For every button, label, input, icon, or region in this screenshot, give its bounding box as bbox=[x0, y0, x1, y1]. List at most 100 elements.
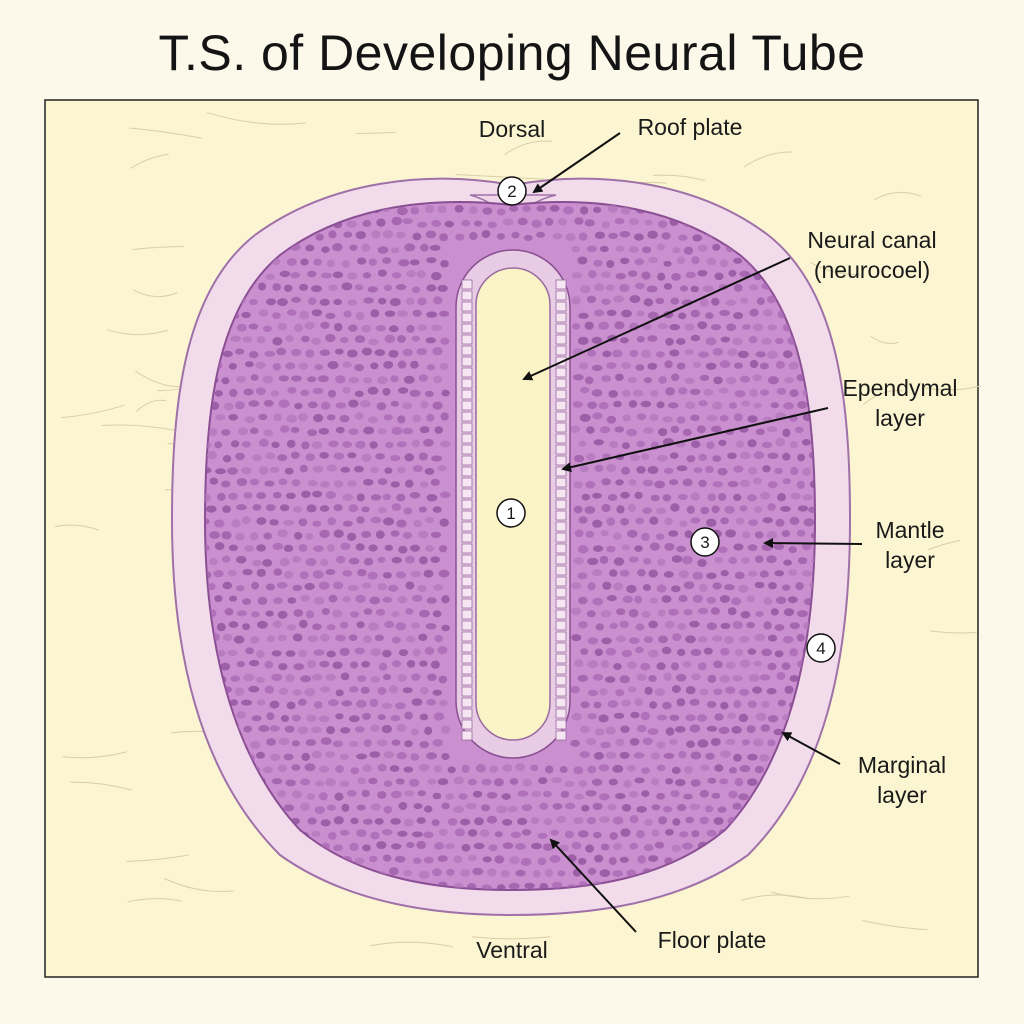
mantle-cell bbox=[319, 349, 331, 357]
mantle-cell bbox=[606, 517, 616, 526]
mantle-cell bbox=[307, 660, 317, 669]
mantle-cell bbox=[698, 479, 707, 488]
mantle-cell bbox=[705, 337, 717, 346]
mantle-cell bbox=[361, 453, 372, 462]
mantle-cell bbox=[705, 312, 714, 320]
mantle-cell bbox=[291, 714, 301, 722]
mantle-cell bbox=[236, 610, 247, 617]
mantle-cell bbox=[272, 620, 282, 628]
mantle-cell bbox=[810, 532, 815, 539]
mantle-cell bbox=[698, 607, 709, 615]
mantle-cell bbox=[222, 633, 233, 642]
mantle-cell bbox=[333, 480, 344, 488]
ependymal-cell bbox=[461, 576, 473, 587]
mantle-cell bbox=[671, 373, 680, 382]
mantle-cell bbox=[749, 284, 759, 291]
mantle-cell bbox=[375, 325, 386, 332]
mantle-cell bbox=[725, 661, 736, 669]
ependymal-cell bbox=[555, 730, 567, 741]
mantle-cell bbox=[341, 282, 353, 291]
mantle-cell bbox=[578, 621, 588, 629]
mantle-cell bbox=[613, 295, 624, 303]
mantle-cell bbox=[248, 685, 260, 693]
mantle-cell bbox=[615, 272, 626, 280]
mantle-cell bbox=[686, 455, 696, 463]
mantle-cell bbox=[383, 361, 394, 369]
mantle-cell bbox=[398, 802, 408, 810]
mantle-cell bbox=[447, 818, 458, 826]
mantle-cell bbox=[307, 817, 317, 825]
dorsal-label: Dorsal bbox=[479, 116, 545, 142]
mantle-cell bbox=[327, 389, 337, 398]
mantle-cell bbox=[382, 257, 392, 264]
mantle-cell bbox=[626, 765, 637, 772]
mantle-cell bbox=[350, 767, 360, 775]
svg-text:3: 3 bbox=[700, 533, 709, 552]
ependymal-cell bbox=[461, 499, 473, 510]
mantle-cell bbox=[573, 374, 584, 381]
mantle-cell bbox=[467, 829, 478, 837]
mantle-cell bbox=[749, 388, 758, 397]
mantle-cell bbox=[676, 338, 686, 345]
mantle-cell bbox=[580, 701, 590, 709]
mantle-cell bbox=[648, 855, 659, 862]
mantle-cell bbox=[615, 479, 624, 486]
mantle-cell bbox=[784, 685, 794, 694]
mantle-cell bbox=[606, 260, 615, 268]
mantle-cell bbox=[228, 492, 238, 500]
mantle-cell bbox=[706, 441, 715, 450]
mantle-cell bbox=[346, 790, 357, 797]
mantle-cell bbox=[644, 219, 653, 226]
mantle-cell bbox=[601, 504, 611, 512]
mantle-cell bbox=[214, 595, 223, 603]
mantle-cell bbox=[613, 532, 622, 540]
mantle-cell bbox=[405, 635, 416, 643]
mantle-cell bbox=[752, 323, 764, 331]
mantle-cell bbox=[313, 545, 324, 552]
mantle-cell bbox=[775, 437, 786, 447]
ependymal-cell bbox=[555, 378, 567, 389]
mantle-cell bbox=[213, 570, 224, 578]
mantle-cell bbox=[403, 869, 413, 877]
mantle-cell bbox=[678, 312, 687, 320]
mantle-label-line2: layer bbox=[885, 547, 935, 573]
mantle-cell bbox=[339, 647, 350, 656]
mantle-cell bbox=[500, 870, 510, 878]
mantle-cell bbox=[670, 790, 680, 798]
mantle-cell bbox=[235, 348, 245, 355]
mantle-cell bbox=[318, 792, 328, 801]
mantle-cell bbox=[307, 635, 319, 643]
mantle-cell bbox=[378, 507, 387, 514]
ependymal-cell bbox=[555, 565, 567, 576]
mantle-cell bbox=[648, 675, 657, 682]
mantle-cell bbox=[283, 544, 294, 553]
mantle-cell bbox=[438, 545, 448, 553]
ependymal-cell bbox=[461, 323, 473, 334]
mantle-cell bbox=[796, 610, 808, 618]
mantle-cell bbox=[441, 753, 450, 760]
fiber-stroke bbox=[810, 262, 860, 275]
ependymal-cell bbox=[461, 675, 473, 686]
mantle-cell bbox=[398, 387, 409, 394]
mantle-cell bbox=[599, 688, 608, 696]
mantle-cell bbox=[678, 234, 688, 241]
mantle-cell bbox=[244, 416, 255, 424]
mantle-cell bbox=[636, 310, 645, 317]
mantle-cell bbox=[235, 585, 245, 592]
mantle-cell bbox=[383, 751, 395, 759]
mantle-cell bbox=[585, 480, 596, 489]
mantle-cell bbox=[397, 310, 408, 317]
mantle-cell bbox=[277, 634, 287, 642]
mantle-cell bbox=[367, 416, 378, 424]
mantle-cell bbox=[706, 596, 717, 604]
mantle-cell bbox=[388, 867, 399, 876]
mantle-cell bbox=[417, 297, 427, 306]
mantle-cell bbox=[245, 361, 254, 368]
neural-canal-label-line2: (neurocoel) bbox=[814, 257, 930, 283]
mantle-cell bbox=[685, 271, 696, 279]
mantle-cell bbox=[671, 555, 683, 563]
mantle-cell bbox=[357, 568, 367, 577]
mantle-cell bbox=[767, 503, 776, 511]
mantle-cell bbox=[740, 297, 749, 304]
mantle-cell bbox=[732, 675, 743, 682]
